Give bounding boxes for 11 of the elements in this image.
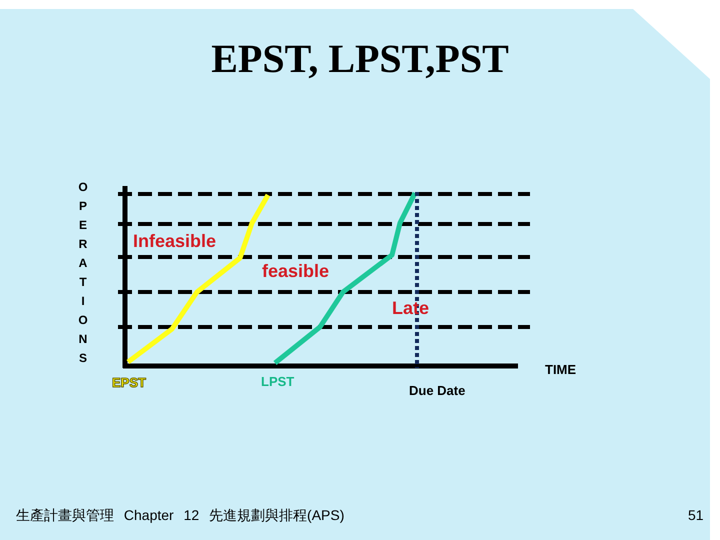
page-number: 51 xyxy=(688,507,704,524)
footer-text: 生產計畫與管理 Chapter 12 先進規劃與排程(APS) xyxy=(16,507,344,524)
curve-label: EPST xyxy=(112,376,146,391)
axis-label: TIME xyxy=(545,363,576,378)
curve-label: LPST xyxy=(261,375,294,390)
region-label: Infeasible xyxy=(133,231,216,252)
region-label: Late xyxy=(392,298,430,319)
region-label: feasible xyxy=(262,261,330,282)
marker-label: Due Date xyxy=(409,384,466,399)
slide-title: EPST, LPST,PST xyxy=(211,36,509,82)
axis-title: OPERATIONS xyxy=(77,180,89,370)
